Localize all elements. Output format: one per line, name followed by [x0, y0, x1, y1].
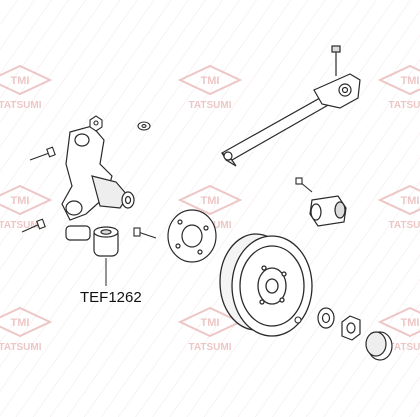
brake-drum — [219, 233, 313, 337]
hub-nut — [341, 315, 361, 341]
part-number-label: TEF1262 — [80, 289, 142, 306]
tatsumi-watermark-logo: TMI TATSUMI — [377, 306, 420, 353]
tatsumi-watermark-logo: TMI TATSUMI — [177, 64, 243, 111]
svg-text:TMI: TMI — [401, 75, 420, 87]
svg-text:TATSUMI: TATSUMI — [389, 342, 420, 353]
svg-text:TMI: TMI — [11, 195, 30, 207]
grease-cap — [365, 331, 393, 361]
steering-knuckle — [61, 125, 135, 241]
bolt-lower-left — [21, 218, 46, 233]
tatsumi-watermark-logo: TMI TATSUMI — [377, 64, 420, 111]
wheel-cylinder — [309, 195, 347, 227]
thrust-washer — [317, 307, 335, 329]
tatsumi-watermark-logo: TMI TATSUMI — [0, 184, 53, 231]
tatsumi-watermark-logo: TMI TATSUMI — [0, 306, 53, 353]
svg-text:TATSUMI: TATSUMI — [189, 342, 232, 353]
watermark-layer: TMI TATSUMI TMI TATSUMI TMI TATSUMI TMI TATSUMI… — [0, 64, 420, 353]
washer-top — [137, 121, 151, 131]
svg-text:TATSUMI: TATSUMI — [189, 100, 232, 111]
small-bolt — [294, 316, 302, 324]
trailing-arm — [220, 45, 361, 167]
tatsumi-watermark-logo: TMI TATSUMI — [0, 64, 53, 111]
svg-text:TMI: TMI — [201, 75, 220, 87]
svg-text:TATSUMI: TATSUMI — [389, 100, 420, 111]
svg-text:TMI: TMI — [11, 75, 30, 87]
svg-text:TATSUMI: TATSUMI — [0, 220, 42, 231]
bleeder-screw — [295, 177, 313, 193]
svg-text:TATSUMI: TATSUMI — [0, 342, 42, 353]
svg-text:TMI: TMI — [401, 317, 420, 329]
svg-text:TATSUMI: TATSUMI — [389, 220, 420, 231]
bolt-upper-left — [29, 146, 56, 161]
tatsumi-watermark-logo: TMI TATSUMI — [377, 184, 420, 231]
bushing-part — [93, 226, 119, 257]
svg-text:TATSUMI: TATSUMI — [0, 100, 42, 111]
bolt-mid — [133, 227, 157, 239]
svg-text:TMI: TMI — [11, 317, 30, 329]
svg-text:TMI: TMI — [401, 195, 420, 207]
wheel-hub — [167, 209, 217, 263]
nut-top — [89, 115, 103, 132]
svg-text:TMI: TMI — [201, 195, 220, 207]
svg-text:TMI: TMI — [201, 317, 220, 329]
